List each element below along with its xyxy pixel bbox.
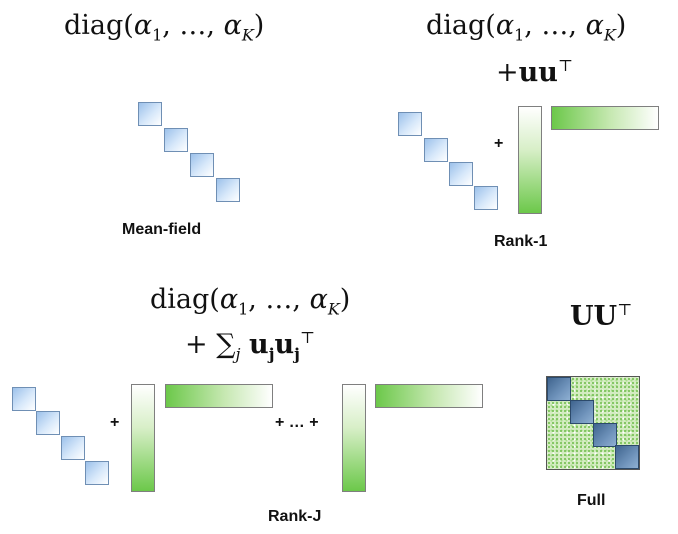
row-vector-u1-transpose: [165, 384, 273, 408]
diag-block: [164, 128, 188, 152]
diag-block: [424, 138, 448, 162]
rank-1-formula-uu: +uu⊤: [496, 56, 573, 88]
diag-block: [449, 162, 473, 186]
rank-1-caption: Rank-1: [494, 233, 548, 250]
diag-block: [216, 178, 240, 202]
diag-block: [61, 436, 85, 460]
diag-block: [190, 153, 214, 177]
plus-sign: +: [494, 135, 504, 152]
plus-sign: +: [110, 414, 120, 431]
rank-j-caption: Rank-J: [268, 508, 322, 525]
full-diag-block: [593, 423, 617, 447]
full-formula: UU⊤: [570, 300, 633, 332]
column-vector-u: [518, 106, 542, 214]
ellipsis-plus: + … +: [275, 414, 319, 431]
full-covariance-matrix: [546, 376, 640, 470]
row-vector-uj-transpose: [375, 384, 483, 408]
mean-field-caption: Mean-field: [122, 221, 202, 238]
diag-block: [138, 102, 162, 126]
rank-j-formula-sum: + ∑j ujuj⊤: [185, 328, 315, 364]
rank-1-formula-diag: diag(α1, …, αK): [426, 10, 627, 45]
rank-j-formula-diag: diag(α1, …, αK): [150, 284, 351, 319]
diag-block: [36, 411, 60, 435]
full-caption: Full: [577, 492, 606, 509]
diag-block: [85, 461, 109, 485]
full-diag-block: [547, 377, 571, 401]
column-vector-uj: [342, 384, 366, 492]
full-diag-block: [570, 400, 594, 424]
column-vector-u1: [131, 384, 155, 492]
mean-field-formula: diag(α1, …, αK): [64, 10, 265, 45]
diag-block: [12, 387, 36, 411]
full-diag-block: [615, 445, 639, 469]
diag-block: [398, 112, 422, 136]
row-vector-u-transpose: [551, 106, 659, 130]
diag-block: [474, 186, 498, 210]
